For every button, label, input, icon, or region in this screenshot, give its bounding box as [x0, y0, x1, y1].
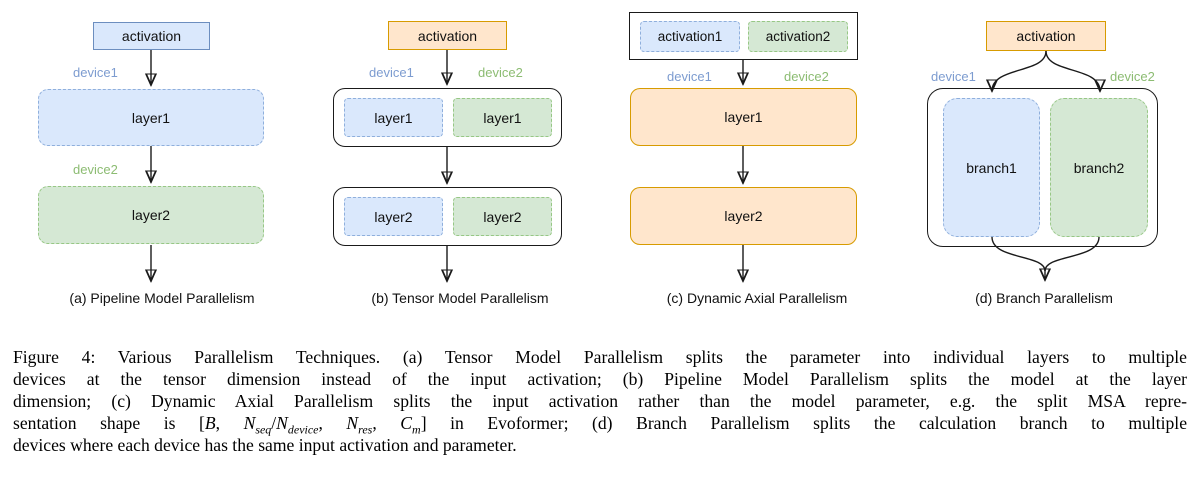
caption-line-2: devices at the tensor dimension instead …: [13, 369, 1187, 389]
panel-c-layer2-box: layer2: [630, 187, 857, 245]
caption-line-3: dimension; (c) Dynamic Axial Parallelism…: [13, 391, 1187, 411]
panel-a-activation-box: activation: [93, 22, 210, 50]
panel-b-caption: (b) Tensor Model Parallelism: [371, 290, 549, 306]
arrow-d-split-to-branch1: [992, 50, 1047, 91]
panel-d-branch1-label: branch1: [966, 159, 1017, 176]
panel-c-device2-label: device2: [784, 69, 829, 84]
panel-d-device2-label: device2: [1110, 69, 1155, 84]
panel-b-device2-label: device2: [478, 65, 523, 80]
panel-a-caption: (a) Pipeline Model Parallelism: [69, 290, 255, 306]
caption-line-1: Figure 4: Various Parallelism Techniques…: [13, 347, 1187, 367]
panel-b-device1-label: device1: [369, 65, 414, 80]
arrow-d-split-to-branch2: [1045, 50, 1100, 91]
panel-a-device1-label: device1: [73, 65, 118, 80]
panel-c-layer1-label: layer1: [724, 109, 763, 125]
panel-d-branch2-box: branch2: [1050, 98, 1148, 237]
panel-b-activation-box: activation: [388, 21, 507, 50]
panel-b-layer2-device2-box: layer2: [453, 197, 552, 236]
panel-c-activation2-box: activation2: [748, 21, 848, 52]
panel-b-activation-label: activation: [417, 27, 478, 44]
panel-b-layer2-device2-label: layer2: [483, 208, 522, 225]
panel-a-layer1-label: layer1: [131, 109, 171, 126]
diagram-area: activation device1 layer1 device2 layer2…: [38, 12, 1158, 306]
panel-b-layer2-device1-box: layer2: [344, 197, 443, 236]
panel-d-activation-label: activation: [1016, 28, 1076, 44]
panel-d-branch1-box: branch1: [943, 98, 1040, 237]
panel-c-activation1-label: activation1: [657, 29, 723, 44]
panel-a-layer2-label: layer2: [131, 207, 171, 223]
panel-a-device2-label: device2: [73, 162, 118, 177]
panel-c-device1-label: device1: [667, 69, 712, 84]
panel-c-layer1-box: layer1: [630, 88, 857, 146]
panel-d-caption: (d) Branch Parallelism: [975, 290, 1113, 306]
caption-line-4: sentation shape is [B, Nseq/Ndevice, Nre…: [13, 413, 1188, 437]
panel-c-layer2-label: layer2: [724, 208, 763, 224]
panel-a-activation-label: activation: [121, 28, 182, 44]
panel-b-layer1-device1-label: layer1: [374, 109, 413, 126]
panel-a-layer1-box: layer1: [38, 89, 264, 146]
panel-c-activation2-label: activation2: [765, 29, 831, 44]
panel-b-layer1-device1-box: layer1: [344, 98, 443, 137]
caption-line-5: devices where each device has the same i…: [13, 435, 517, 455]
panel-b-layer1-device2-box: layer1: [453, 98, 552, 137]
panel-b-layer1-device2-label: layer1: [483, 109, 522, 126]
panel-d-branch2-label: branch2: [1073, 159, 1125, 176]
panel-c-activation1-box: activation1: [640, 21, 740, 52]
panel-d-device1-label: device1: [931, 69, 976, 84]
panel-c-caption: (c) Dynamic Axial Parallelism: [666, 290, 848, 306]
figure-caption: Figure 4: Various Parallelism Techniques…: [13, 346, 1187, 456]
panel-d-activation-box: activation: [986, 21, 1106, 51]
panel-b-layer2-device1-label: layer2: [374, 208, 413, 225]
panel-a-layer2-box: layer2: [38, 186, 264, 244]
